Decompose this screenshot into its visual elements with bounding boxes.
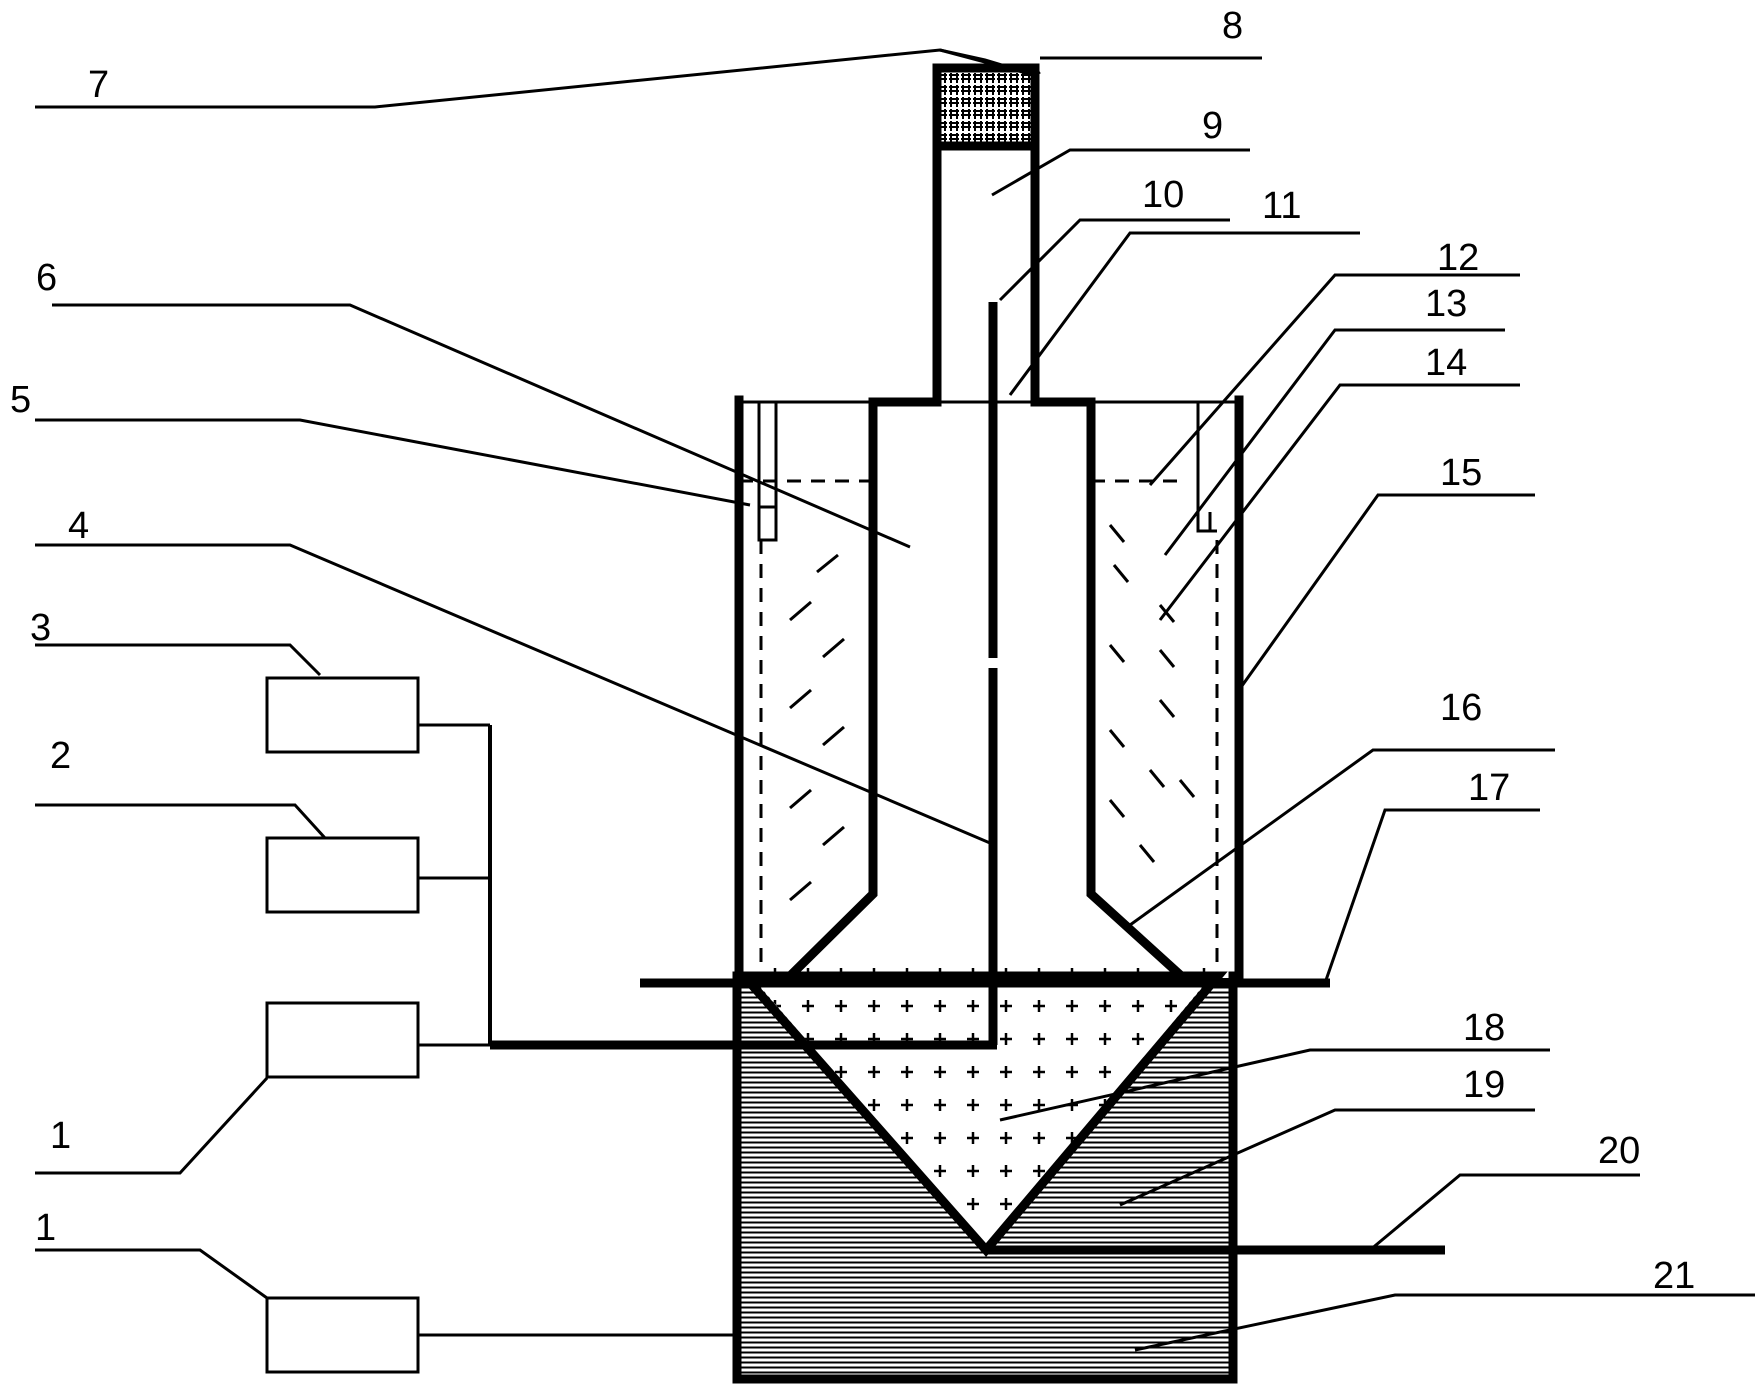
packing-right [1108, 524, 1196, 863]
bath-wall [732, 971, 1238, 1384]
label-13: 13 [1425, 283, 1467, 325]
device-box-1b [265, 1296, 420, 1374]
label-18: 18 [1463, 1007, 1505, 1049]
device-box-3 [265, 676, 420, 754]
label-16: 16 [1440, 687, 1482, 729]
label-7: 7 [88, 64, 109, 106]
label-6: 6 [36, 257, 57, 299]
label-15: 15 [1440, 452, 1482, 494]
label-21: 21 [1653, 1255, 1695, 1297]
part-labels: 7 8 9 10 11 12 13 14 15 16 17 18 19 20 2… [10, 5, 1695, 1297]
leader-lines [35, 48, 1755, 1352]
label-1a: 1 [50, 1115, 71, 1157]
label-4: 4 [68, 505, 89, 547]
label-20: 20 [1598, 1130, 1640, 1172]
label-5: 5 [10, 379, 31, 421]
packing-left [789, 553, 845, 902]
inner-tube-left [787, 397, 878, 979]
inner-tube-right [1086, 397, 1184, 979]
label-10: 10 [1142, 174, 1184, 216]
label-3: 3 [30, 607, 51, 649]
label-1b: 1 [35, 1207, 56, 1249]
filter-cap [932, 63, 1040, 151]
label-19: 19 [1463, 1064, 1505, 1106]
probe-left [757, 402, 778, 542]
label-11: 11 [1262, 185, 1301, 227]
cone-plus-fill [744, 968, 1218, 1248]
label-2: 2 [50, 735, 71, 777]
device-box-1 [265, 1001, 420, 1079]
label-12: 12 [1437, 237, 1479, 279]
cone-outline [734, 971, 1228, 1257]
wiring [418, 723, 737, 1337]
label-14: 14 [1425, 342, 1467, 384]
label-9: 9 [1202, 105, 1223, 147]
device-box-2 [265, 836, 420, 914]
label-17: 17 [1468, 767, 1510, 809]
label-8: 8 [1222, 5, 1243, 47]
